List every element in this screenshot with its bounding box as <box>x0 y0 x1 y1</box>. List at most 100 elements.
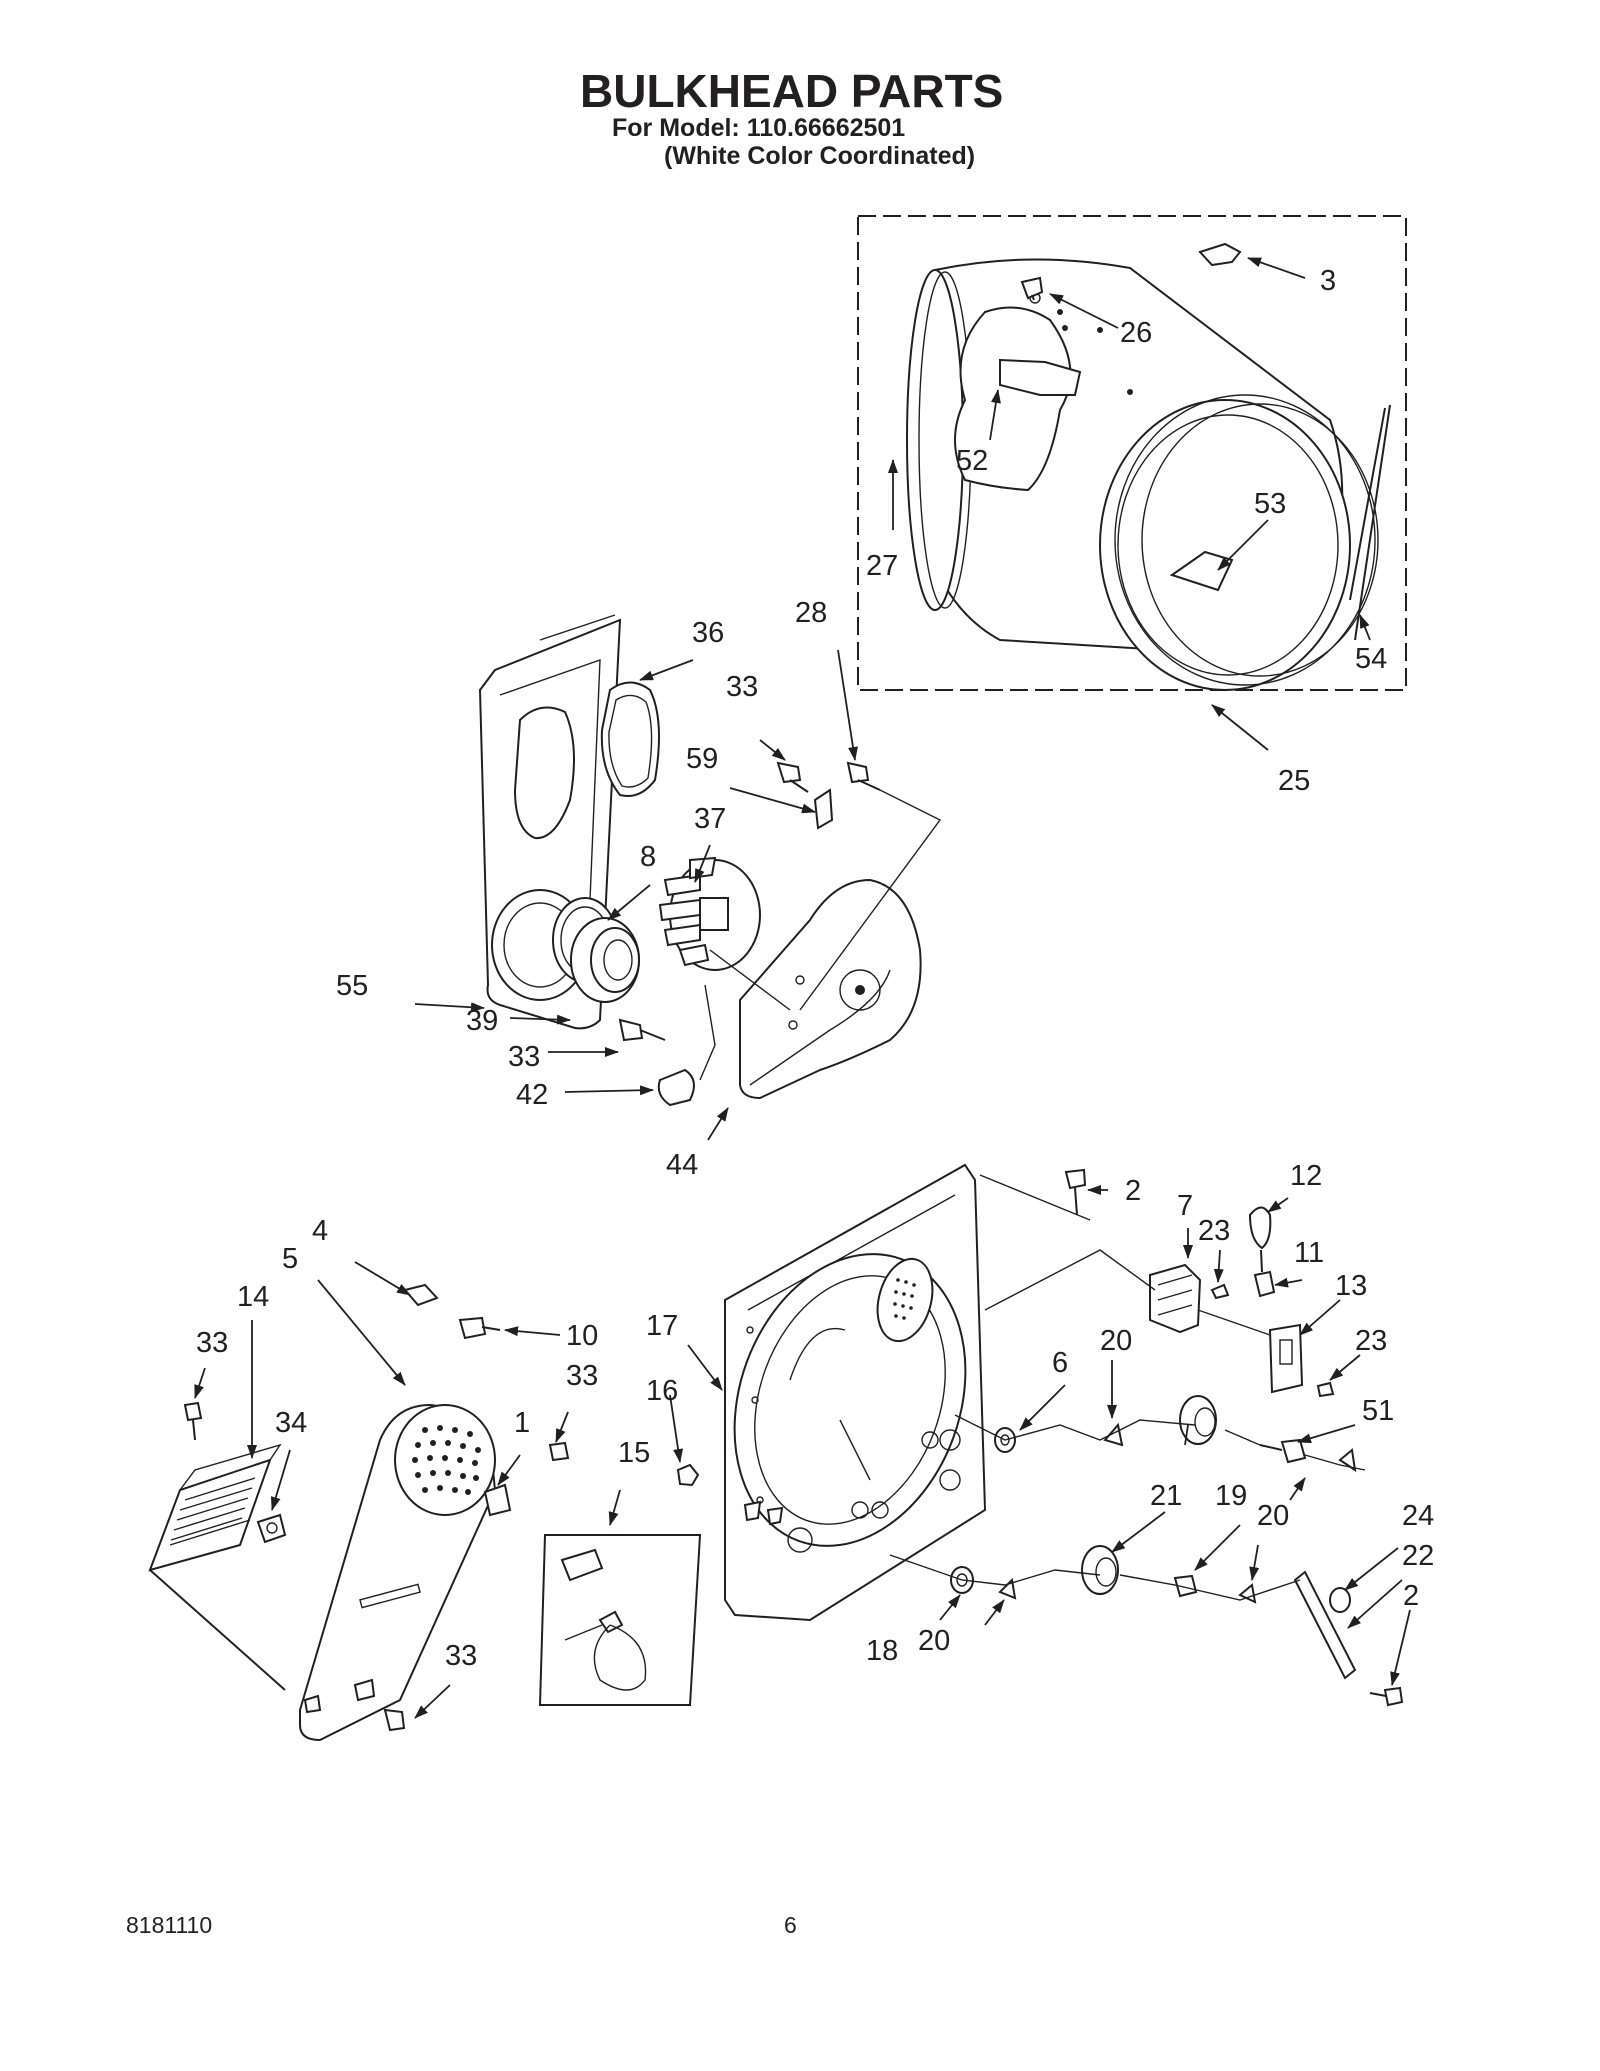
screw-2-lower <box>1383 1686 1404 1707</box>
blower-wheel-37 <box>658 856 761 971</box>
thermal-fuse-1 <box>483 1483 512 1517</box>
callout-44: 44 <box>666 1149 698 1181</box>
retainer-clip-20-b <box>1338 1448 1357 1473</box>
callout-11: 11 <box>1294 1237 1324 1269</box>
nut-16 <box>676 1463 700 1487</box>
callout-39: 39 <box>466 1005 498 1037</box>
callout-20-c: 20 <box>918 1625 950 1657</box>
screw-33-blower <box>776 761 802 784</box>
screw-28 <box>846 761 870 784</box>
callout-25: 25 <box>1278 765 1310 797</box>
callout-33-d: 33 <box>196 1327 228 1359</box>
drum-front-seal <box>1114 394 1376 686</box>
screw-2-top <box>1064 1168 1087 1190</box>
callout-42: 42 <box>516 1079 548 1111</box>
callout-33-e: 33 <box>445 1640 477 1672</box>
callout-7: 7 <box>1177 1190 1193 1222</box>
drum-clip-3 <box>1198 242 1242 267</box>
callout-18: 18 <box>866 1635 898 1667</box>
callout-21: 21 <box>1150 1480 1182 1512</box>
callout-20-b: 20 <box>1257 1500 1289 1532</box>
callout-leaders <box>194 257 1411 1719</box>
callout-16: 16 <box>646 1375 678 1407</box>
screw-10 <box>458 1316 487 1340</box>
page-title: BULKHEAD PARTS <box>580 65 1004 117</box>
lamp-12 <box>1248 1206 1272 1250</box>
wire-connector <box>560 1548 604 1582</box>
door-switch-7 <box>1149 1263 1202 1334</box>
duct-clip-4 <box>403 1283 439 1307</box>
thermostat-42 <box>657 1068 695 1107</box>
callout-15: 15 <box>618 1437 650 1469</box>
screw-33-thermostat <box>618 1018 644 1042</box>
lamp-bracket-13 <box>1268 1323 1304 1394</box>
callout-28: 28 <box>795 597 827 629</box>
front-baffle <box>1169 550 1234 592</box>
roller-support-22 <box>1293 1570 1357 1680</box>
screw-26 <box>1020 276 1044 300</box>
callout-2-a: 2 <box>1125 1175 1141 1207</box>
callout-24: 24 <box>1402 1500 1434 1532</box>
callout-1: 1 <box>514 1407 530 1439</box>
roller-axle-19 <box>1173 1574 1198 1598</box>
washer-24 <box>1329 1587 1351 1613</box>
callout-33-c: 33 <box>566 1360 598 1392</box>
callout-36: 36 <box>692 617 724 649</box>
lint-screen-grill <box>876 1257 934 1343</box>
callout-14: 14 <box>237 1281 269 1313</box>
callout-34: 34 <box>275 1407 307 1439</box>
callout-2-b: 2 <box>1403 1580 1419 1612</box>
callout-10: 10 <box>566 1320 598 1352</box>
callout-59: 59 <box>686 743 718 775</box>
callout-54: 54 <box>1355 643 1387 675</box>
front-bulkhead-assembly <box>676 1163 1404 1707</box>
retainer-clip-20-d <box>1238 1583 1257 1604</box>
document-number: 8181110 <box>126 1912 213 1938</box>
drum-baffle-cutout <box>954 306 1072 492</box>
callout-33-b: 33 <box>508 1041 540 1073</box>
callout-17: 17 <box>646 1310 678 1342</box>
callout-52: 52 <box>956 445 988 477</box>
screw-33-heater <box>183 1401 203 1422</box>
page-number: 6 <box>784 1912 797 1938</box>
callout-5: 5 <box>282 1243 298 1275</box>
duct-assembly <box>478 614 942 1107</box>
callout-27: 27 <box>866 550 898 582</box>
drum-group-box <box>857 215 1407 691</box>
callout-6: 6 <box>1052 1347 1068 1379</box>
callout-53: 53 <box>1254 488 1286 520</box>
callout-labels: 3 26 52 27 53 54 25 36 28 33 59 37 8 55 … <box>196 265 1434 1672</box>
callout-51: 51 <box>1362 1395 1394 1427</box>
callout-55: 55 <box>336 970 368 1002</box>
callout-20-a: 20 <box>1100 1325 1132 1357</box>
thermostat-34 <box>256 1513 287 1544</box>
screw-33-fuse <box>548 1441 570 1462</box>
duct-seal-36 <box>600 681 660 797</box>
screw-23-bracket <box>1316 1381 1335 1398</box>
bracket-59 <box>813 788 834 830</box>
drum-baffle <box>999 358 1082 396</box>
blower-housing-44 <box>739 878 922 1100</box>
color-variant-line: (White Color Coordinated) <box>664 142 976 170</box>
drum-front-ring <box>1099 399 1351 691</box>
heater-box-14 <box>148 1458 272 1572</box>
retainer-clip-20-c <box>998 1577 1017 1600</box>
drum-roller-lower <box>1081 1545 1119 1595</box>
lamp-socket-11 <box>1253 1270 1276 1298</box>
callout-22: 22 <box>1402 1540 1434 1572</box>
callout-26: 26 <box>1120 317 1152 349</box>
callout-37: 37 <box>694 803 726 835</box>
callout-23-b: 23 <box>1355 1325 1387 1357</box>
callout-12: 12 <box>1290 1160 1322 1192</box>
retainer-clip-20-a <box>1103 1422 1124 1447</box>
lint-duct-assembly <box>148 1283 702 1742</box>
callout-3: 3 <box>1320 265 1336 297</box>
harness-box-15 <box>538 1534 702 1706</box>
callout-33-a: 33 <box>726 671 758 703</box>
drum-assembly <box>857 215 1407 691</box>
callout-13: 13 <box>1335 1270 1367 1302</box>
callout-8: 8 <box>640 841 656 873</box>
callout-19: 19 <box>1215 1480 1247 1512</box>
